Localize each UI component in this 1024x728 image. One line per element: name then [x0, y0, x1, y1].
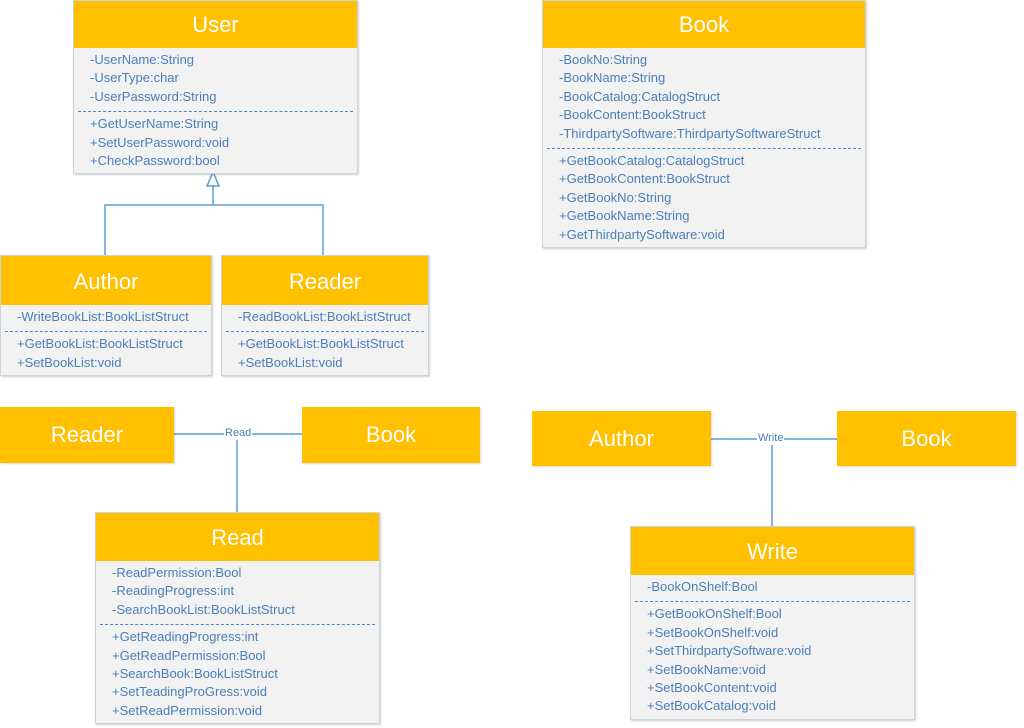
class-reader-methods: +GetBookList:BookListStruct +SetBookList… — [222, 332, 428, 375]
separator — [78, 111, 353, 113]
method: +SetTeadingProGress:void — [112, 684, 268, 700]
class-write[interactable]: Write -BookOnShelf:Bool +GetBookOnShelf:… — [630, 526, 915, 720]
class-author[interactable]: Author -WriteBookList:BookListStruct +Ge… — [0, 255, 212, 377]
inheritance-arrowhead — [205, 170, 221, 187]
association-read-right-box[interactable]: Book — [302, 407, 480, 463]
method: +CheckPassword:bool — [90, 153, 220, 169]
attribute: -WriteBookList:BookListStruct — [17, 309, 189, 324]
association-read-label: Read — [224, 427, 253, 440]
method: +GetBookList:BookListStruct — [17, 336, 183, 352]
class-write-name: Write — [631, 527, 914, 575]
method: +GetBookOnShelf:Bool — [647, 606, 782, 622]
class-read[interactable]: Read -ReadPermission:Bool -ReadingProgre… — [95, 512, 380, 725]
class-write-methods: +GetBookOnShelf:Bool +SetBookOnShelf:voi… — [631, 602, 914, 718]
method: +GetBookContent:BookStruct — [559, 171, 730, 187]
separator — [226, 331, 424, 333]
attribute: -BookOnShelf:Bool — [647, 579, 758, 594]
attribute: -UserPassword:String — [90, 88, 217, 104]
class-author-attributes: -WriteBookList:BookListStruct — [1, 305, 211, 329]
class-book[interactable]: Book -BookNo:String -BookName:String -Bo… — [542, 0, 866, 249]
method: +GetBookList:BookListStruct — [238, 336, 404, 352]
class-user-attributes: -UserName:String -UserType:char -UserPas… — [74, 48, 357, 109]
class-read-name: Read — [96, 513, 379, 561]
class-reader-name: Reader — [222, 256, 428, 305]
association-write-left-box[interactable]: Author — [532, 411, 711, 466]
association-write-label: Write — [757, 432, 785, 445]
association-read-left-box[interactable]: Reader — [0, 407, 174, 463]
method: +GetReadPermission:Bool — [112, 647, 266, 663]
association-write-right-box[interactable]: Book — [837, 411, 1016, 466]
inheritance-line-reader — [213, 204, 324, 255]
separator — [100, 624, 375, 626]
method: +GetUserName:String — [90, 116, 219, 132]
method: +SetBookList:void — [238, 354, 343, 370]
class-book-methods: +GetBookCatalog:CatalogStruct +GetBookCo… — [543, 149, 865, 247]
attribute: -ReadPermission:Bool — [112, 565, 242, 580]
method: +SetThirdpartySoftware:void — [647, 643, 812, 659]
attribute: -BookCatalog:CatalogStruct — [559, 88, 721, 104]
method: +SetBookContent:void — [647, 680, 777, 696]
class-write-attributes: -BookOnShelf:Bool — [631, 575, 914, 599]
method: +GetThirdpartySoftware:void — [559, 226, 725, 242]
class-user[interactable]: User -UserName:String -UserType:char -Us… — [73, 0, 358, 175]
method: +SetBookCatalog:void — [647, 698, 777, 714]
class-read-methods: +GetReadingProgress:int +GetReadPermissi… — [96, 625, 379, 723]
method: +GetBookName:String — [559, 208, 690, 224]
class-read-attributes: -ReadPermission:Bool -ReadingProgress:in… — [96, 561, 379, 622]
method: +SetBookList:void — [17, 354, 122, 370]
method: +SetUserPassword:void — [90, 134, 230, 150]
class-user-name: User — [74, 1, 357, 48]
attribute: -ThirdpartySoftware:ThirdpartySoftwareSt… — [559, 125, 821, 141]
separator — [635, 601, 910, 603]
attribute: -UserName:String — [90, 52, 195, 67]
attribute: -BookContent:BookStruct — [559, 107, 706, 123]
attribute: -ReadingProgress:int — [112, 583, 235, 599]
class-author-name: Author — [1, 256, 211, 305]
attribute: -ReadBookList:BookListStruct — [238, 309, 411, 324]
class-author-methods: +GetBookList:BookListStruct +SetBookList… — [1, 332, 211, 375]
method: +SetBookName:void — [647, 661, 766, 677]
method: +SearchBook:BookListStruct — [112, 666, 278, 682]
attribute: -BookNo:String — [559, 52, 648, 67]
attribute: -UserType:char — [90, 70, 179, 86]
class-book-name: Book — [543, 1, 865, 48]
method: +SetBookOnShelf:void — [647, 624, 779, 640]
inheritance-line-author — [104, 204, 213, 255]
method: +GetBookNo:String — [559, 189, 672, 205]
method: +GetReadingProgress:int — [112, 629, 259, 645]
separator — [547, 148, 861, 150]
attribute: -BookName:String — [559, 70, 666, 86]
method: +SetReadPermission:void — [112, 702, 262, 718]
separator — [5, 331, 207, 333]
class-user-methods: +GetUserName:String +SetUserPassword:voi… — [74, 112, 357, 173]
class-book-attributes: -BookNo:String -BookName:String -BookCat… — [543, 48, 865, 146]
class-reader[interactable]: Reader -ReadBookList:BookListStruct +Get… — [221, 255, 429, 377]
class-reader-attributes: -ReadBookList:BookListStruct — [222, 305, 428, 329]
method: +GetBookCatalog:CatalogStruct — [559, 153, 745, 169]
attribute: -SearchBookList:BookListStruct — [112, 601, 295, 617]
